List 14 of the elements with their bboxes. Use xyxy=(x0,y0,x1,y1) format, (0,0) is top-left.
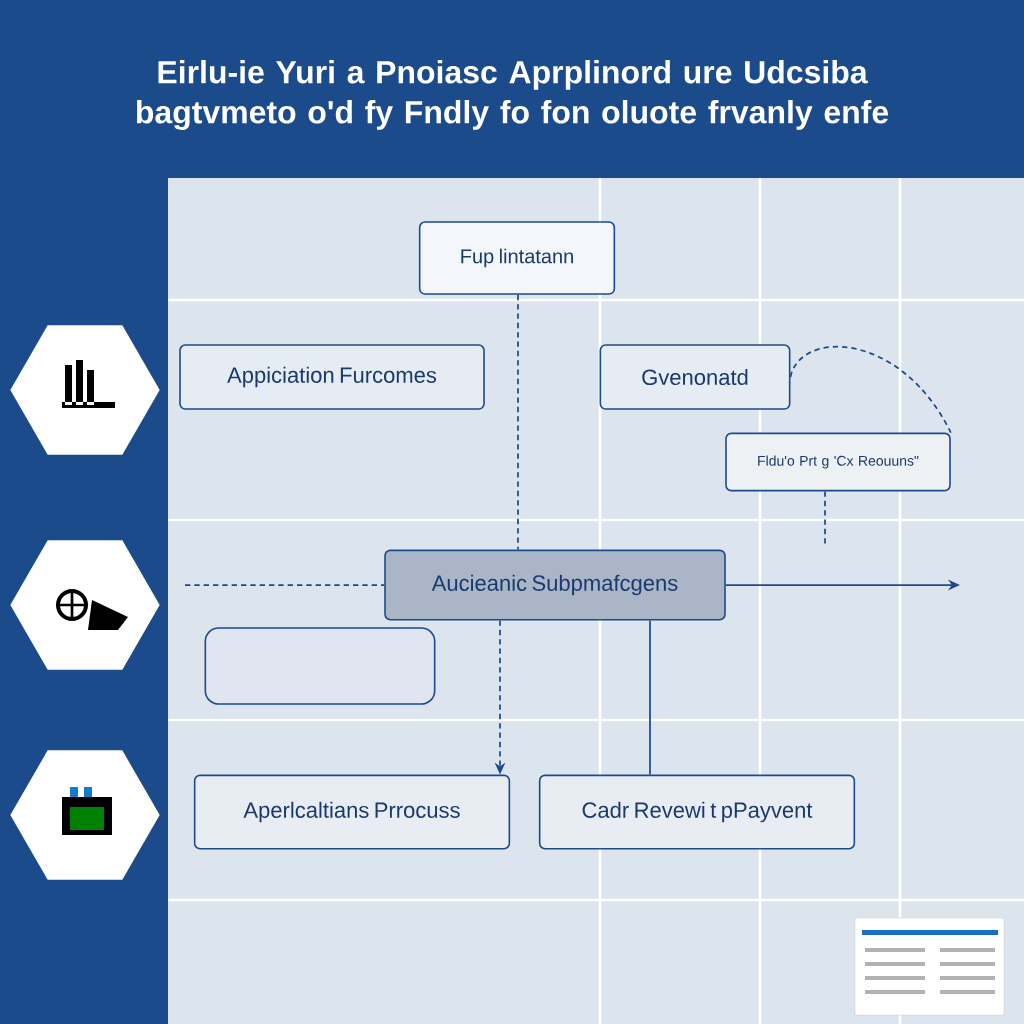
process-box: Gvenonatd xyxy=(599,344,791,410)
connector-line xyxy=(517,293,519,551)
process-box: Aperlcaltians Prrocuss xyxy=(193,774,511,850)
process-box: Appiciation Furcomes xyxy=(179,344,485,410)
process-box: Cadr Revewi t pPayvent xyxy=(538,774,856,850)
process-box: Aucieanic Subpmafcgens xyxy=(384,549,726,621)
connector-line xyxy=(824,490,826,546)
connector-line xyxy=(649,619,651,776)
process-box: Fldu'o Prt g 'Cx Reouuns" xyxy=(725,432,951,492)
connector-line xyxy=(184,584,386,586)
connector-line xyxy=(789,345,952,434)
diagram-title: Eirlu-ie Yuri a Pnoiasc Aprplinord ure Udcsiba bagtvmeto o'd fy Fndly fo fon oluote frvanly enfe xyxy=(136,60,889,130)
empty-box xyxy=(204,627,436,705)
process-box: Fup lintatann xyxy=(418,221,616,295)
